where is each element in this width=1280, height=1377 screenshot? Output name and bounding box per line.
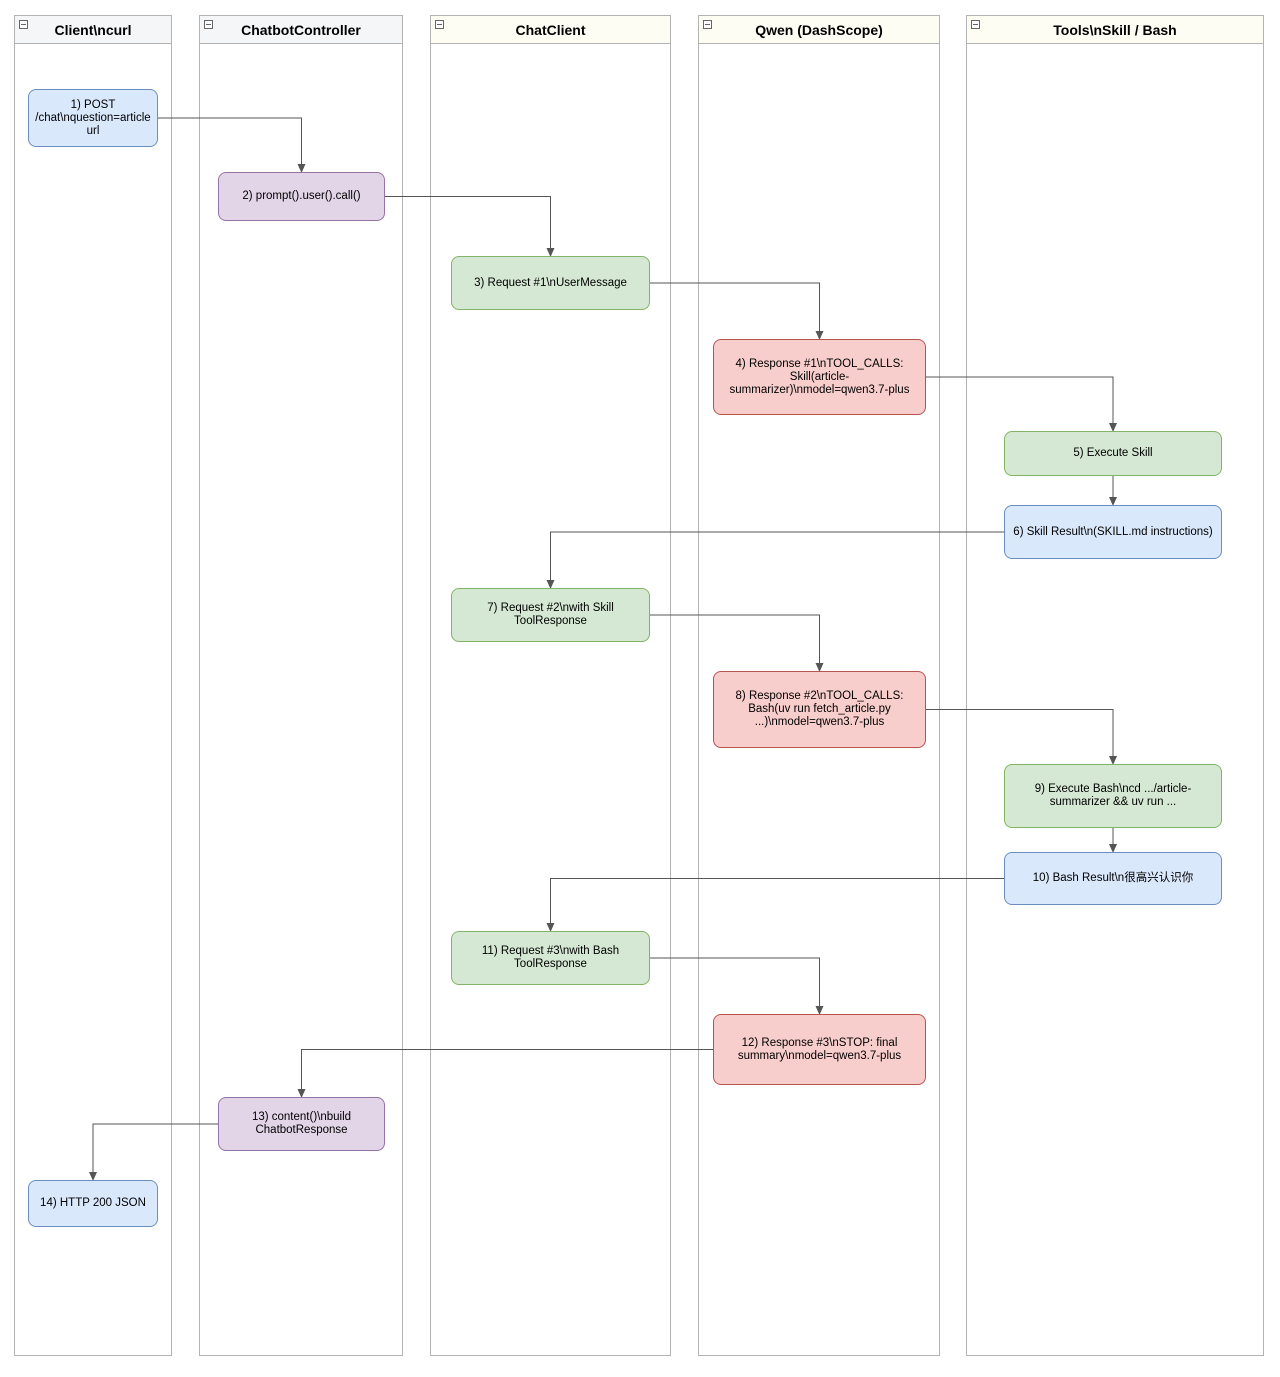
connector-arrow-7 — [650, 614, 824, 672]
step-11-request-3[interactable]: 11) Request #3\nwith Bash ToolResponse — [451, 931, 650, 985]
connector-arrow-2 — [385, 196, 555, 257]
connector-arrow-8 — [926, 709, 1117, 765]
node-label: 5) Execute Skill — [1073, 447, 1153, 459]
node-label: 14) HTTP 200 JSON — [40, 1197, 146, 1209]
connector-arrow-3 — [650, 282, 824, 340]
node-label: 7) Request #2\nwith Skill ToolResponse — [487, 602, 614, 627]
node-label: 8) Response #2\nTOOL_CALLS: Bash(uv run … — [735, 690, 904, 728]
lane-title: ChatClient — [515, 21, 586, 38]
lane-title: Client\ncurl — [54, 21, 132, 38]
step-4-response-1[interactable]: 4) Response #1\nTOOL_CALLS: Skill(articl… — [713, 339, 926, 415]
step-13-build-response[interactable]: 13) content()\nbuild ChatbotResponse — [218, 1097, 385, 1151]
lane-header-chatclient: ChatClient — [431, 16, 670, 44]
connector-arrow-1 — [158, 117, 306, 173]
lane-header-tools: Tools\nSkill / Bash — [967, 16, 1263, 44]
connector-arrow-12 — [297, 1049, 713, 1098]
step-12-response-3[interactable]: 12) Response #3\nSTOP: final summary\nmo… — [713, 1014, 926, 1085]
lane-title: Qwen (DashScope) — [755, 21, 883, 38]
step-14-http-200[interactable]: 14) HTTP 200 JSON — [28, 1180, 158, 1227]
step-6-skill-result[interactable]: 6) Skill Result\n(SKILL.md instructions) — [1004, 505, 1222, 559]
step-8-response-2[interactable]: 8) Response #2\nTOOL_CALLS: Bash(uv run … — [713, 671, 926, 748]
collapse-icon[interactable] — [435, 20, 444, 29]
node-label: 10) Bash Result\n很高兴认识你 — [1032, 872, 1194, 884]
step-1-post-chat[interactable]: 1) POST /chat\nquestion=article url — [28, 89, 158, 147]
node-label: 9) Execute Bash\ncd .../article-summariz… — [1034, 783, 1192, 808]
node-label: 1) POST /chat\nquestion=article url — [35, 98, 151, 137]
step-5-execute-skill[interactable]: 5) Execute Skill — [1004, 431, 1222, 476]
connector-arrow-10 — [546, 878, 1004, 932]
node-label: 6) Skill Result\n(SKILL.md instructions) — [1013, 525, 1213, 538]
node-label: 13) content()\nbuild ChatbotResponse — [251, 1111, 352, 1136]
step-9-execute-bash[interactable]: 9) Execute Bash\ncd .../article-summariz… — [1004, 764, 1222, 828]
connector-arrow-4 — [926, 376, 1117, 432]
step-7-request-2[interactable]: 7) Request #2\nwith Skill ToolResponse — [451, 588, 650, 642]
lane-title: Tools\nSkill / Bash — [1053, 21, 1177, 38]
connector-arrow-11 — [650, 957, 824, 1015]
step-10-bash-result[interactable]: 10) Bash Result\n很高兴认识你 — [1004, 852, 1222, 905]
node-label: 12) Response #3\nSTOP: final summary\nmo… — [737, 1036, 902, 1062]
collapse-icon[interactable] — [703, 20, 712, 29]
lane-tools: Tools\nSkill / Bash — [966, 15, 1264, 1356]
collapse-icon[interactable] — [971, 20, 980, 29]
node-label: 3) Request #1\nUserMessage — [474, 276, 627, 289]
step-2-prompt-call[interactable]: 2) prompt().user().call() — [218, 172, 385, 221]
lane-header-qwen: Qwen (DashScope) — [699, 16, 939, 44]
connector-arrow-6 — [546, 531, 1004, 589]
collapse-icon[interactable] — [19, 20, 28, 29]
lane-header-client: Client\ncurl — [15, 16, 171, 44]
lane-header-controller: ChatbotController — [200, 16, 402, 44]
node-label: 11) Request #3\nwith Bash ToolResponse — [481, 945, 620, 970]
connector-arrow-13 — [89, 1123, 218, 1181]
node-label: 4) Response #1\nTOOL_CALLS: Skill(articl… — [729, 357, 910, 396]
collapse-icon[interactable] — [204, 20, 213, 29]
node-label: 2) prompt().user().call() — [242, 190, 361, 202]
step-3-request-1[interactable]: 3) Request #1\nUserMessage — [451, 256, 650, 310]
lane-title: ChatbotController — [241, 21, 361, 38]
